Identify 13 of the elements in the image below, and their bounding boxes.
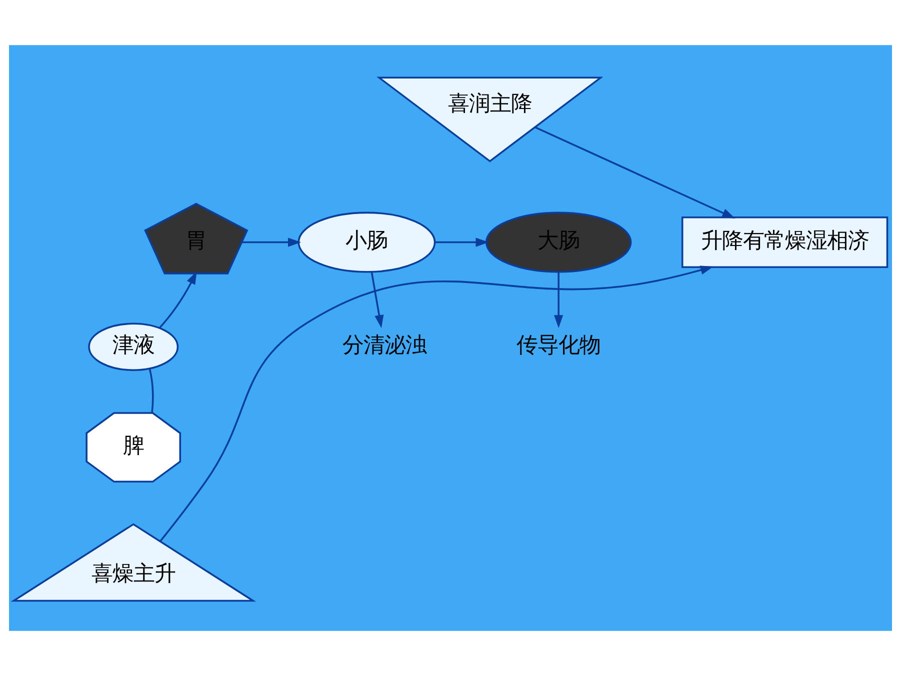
node-ellipse: 津液	[88, 322, 178, 370]
arrow	[370, 271, 384, 328]
connector	[148, 368, 154, 412]
arrow	[159, 265, 713, 542]
node-text: 传导化物	[516, 332, 600, 358]
arrow	[158, 270, 196, 328]
arrow	[241, 237, 301, 246]
arrow	[554, 271, 563, 328]
node-text: 分清泌浊	[342, 332, 426, 358]
arrow	[434, 237, 488, 246]
node-ellipse: 小肠	[297, 211, 436, 272]
arrow	[534, 126, 735, 218]
node-box: 升降有常燥湿相济	[680, 216, 888, 268]
